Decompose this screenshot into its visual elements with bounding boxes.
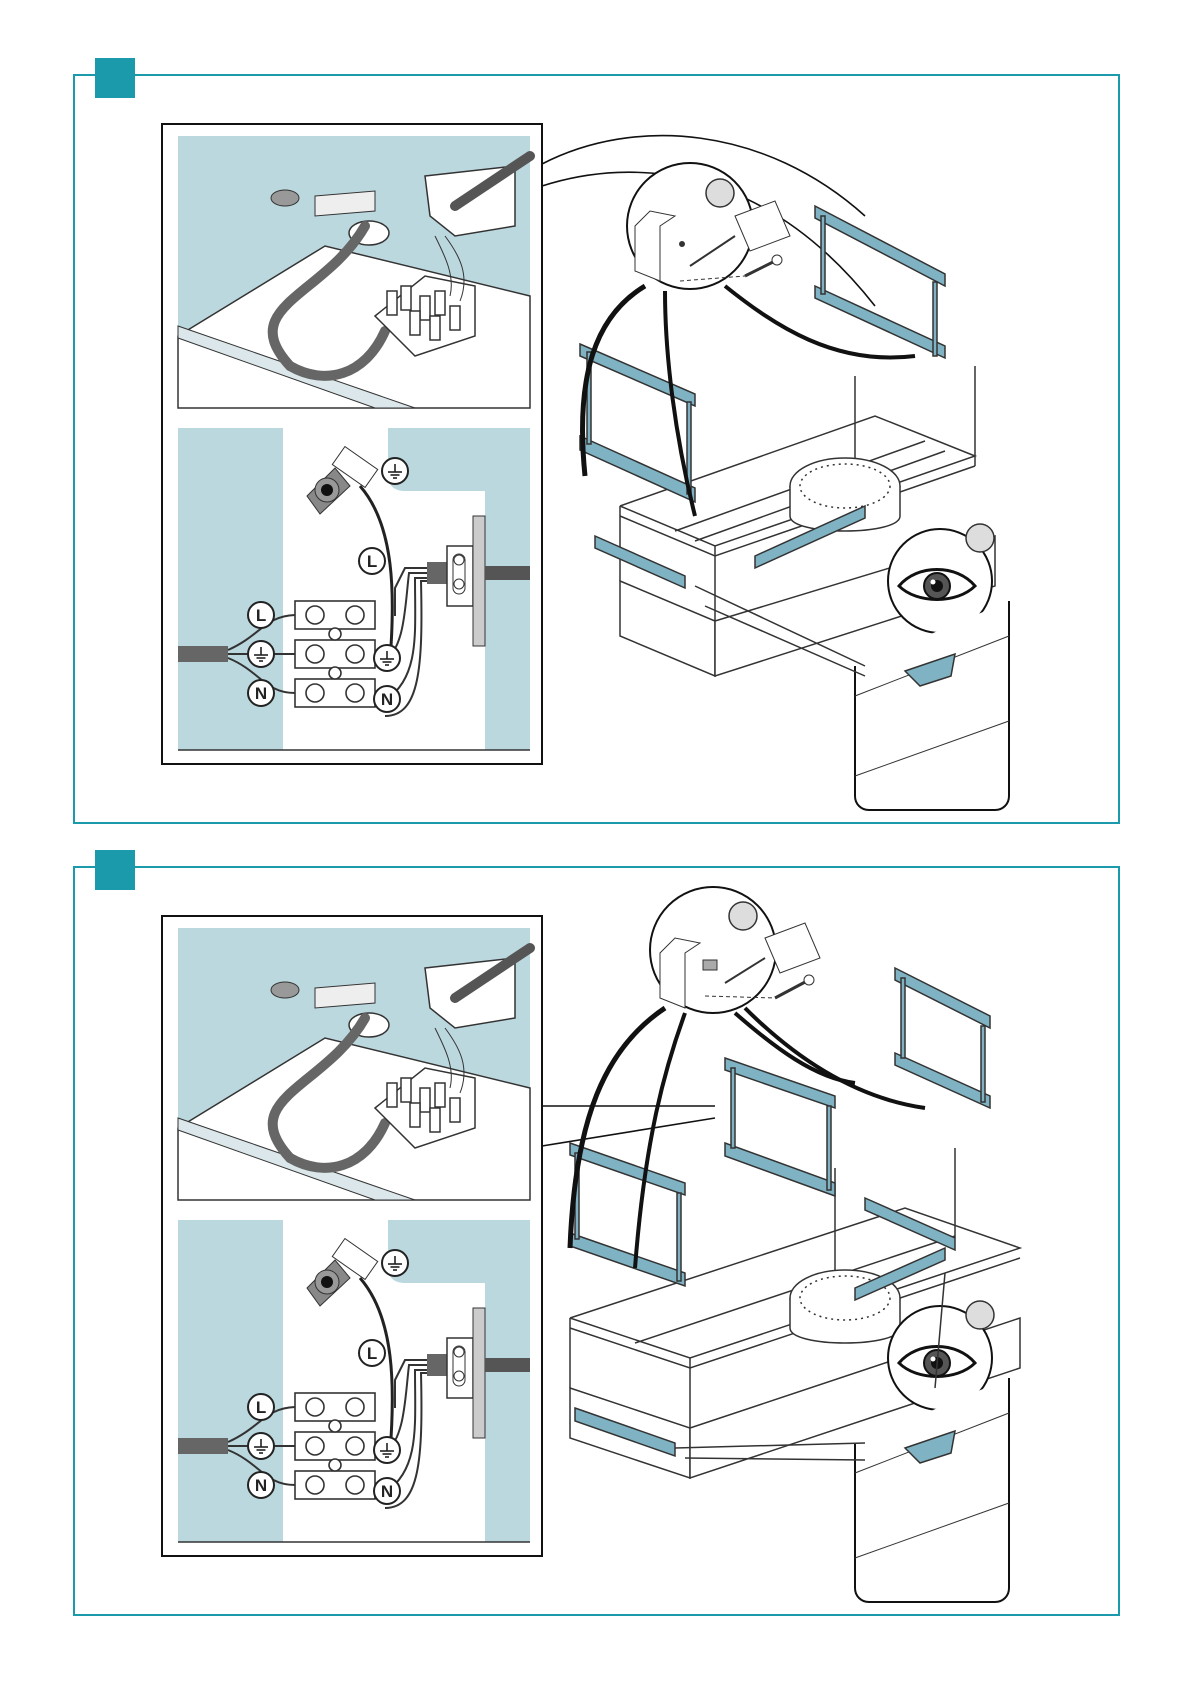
- earth-icon: [374, 1437, 400, 1463]
- terminal-block-detail: [178, 136, 530, 408]
- terminal-block: [295, 601, 375, 707]
- label-neutral-right: N: [374, 1478, 400, 1504]
- step-panel-1: L N L: [73, 74, 1120, 824]
- svg-text:L: L: [256, 606, 266, 625]
- step-1-drawing: L N L: [75, 76, 1122, 826]
- step-sub-marker: [706, 179, 734, 207]
- label-neutral-right: N: [374, 686, 400, 712]
- earth-icon: [382, 1250, 408, 1276]
- label-live-left: L: [248, 1394, 274, 1420]
- terminal-block-detail: [178, 928, 530, 1200]
- earth-icon: [248, 641, 274, 667]
- wiring-schematic: L N L: [178, 428, 530, 750]
- label-neutral-left: N: [248, 1472, 274, 1498]
- wiring-schematic: L N L: [178, 1220, 530, 1542]
- svg-text:N: N: [255, 684, 267, 703]
- svg-text:L: L: [367, 552, 377, 571]
- step-panel-2: L N L: [73, 866, 1120, 1616]
- step-2-drawing: L N L: [75, 868, 1122, 1618]
- terminal-block: [295, 1393, 375, 1499]
- label-live-right: L: [359, 1340, 385, 1366]
- label-live-right: L: [359, 548, 385, 574]
- svg-text:N: N: [381, 1482, 393, 1501]
- svg-text:L: L: [367, 1344, 377, 1363]
- earth-icon: [374, 645, 400, 671]
- label-live-left: L: [248, 602, 274, 628]
- svg-text:N: N: [255, 1476, 267, 1495]
- svg-text:N: N: [381, 690, 393, 709]
- label-neutral-left: N: [248, 680, 274, 706]
- screw-icon: [775, 975, 814, 998]
- earth-icon: [382, 458, 408, 484]
- screw-icon: [745, 255, 782, 276]
- earth-icon: [248, 1433, 274, 1459]
- step-sub-marker: [729, 902, 757, 930]
- svg-text:L: L: [256, 1398, 266, 1417]
